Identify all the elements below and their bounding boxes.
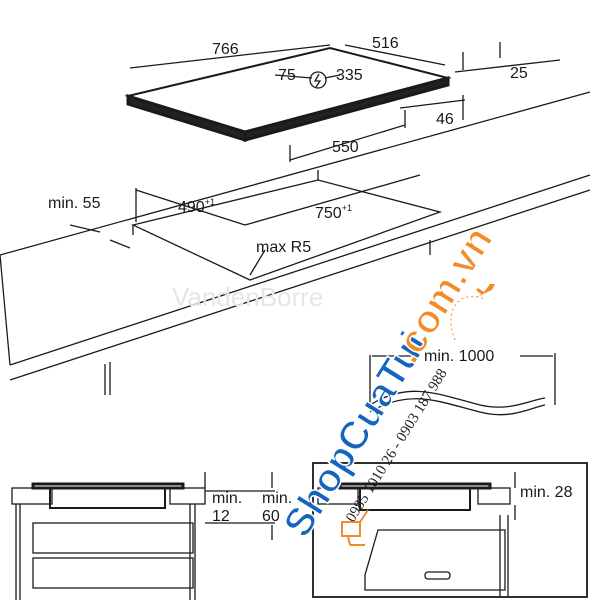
shop-watermark: ShopCuaTui .com.vn 0985 1010 26 - 0903 1… xyxy=(275,219,503,546)
dim-height-total: 25 xyxy=(510,65,528,82)
clear-28: min. 28 xyxy=(520,484,573,501)
clear-12-label: min. xyxy=(212,490,242,507)
hob-drawing xyxy=(124,42,561,162)
cutout-width-tolerance: +1 xyxy=(342,203,352,213)
cutout-width-value: 750 xyxy=(315,205,342,222)
clear-12-value: 12 xyxy=(212,508,230,525)
flight-path xyxy=(450,295,486,341)
cart-icon xyxy=(341,509,369,546)
dim-offset-right: 335 xyxy=(336,67,363,84)
cable-length: min. 1000 xyxy=(424,348,494,365)
cutout-radius: max R5 xyxy=(256,239,311,256)
dim-depth: 516 xyxy=(372,35,399,52)
cutout-depth-tolerance: +1 xyxy=(205,197,215,207)
cutout-width: 750+1 xyxy=(315,203,352,222)
section-left-drawing xyxy=(11,472,275,600)
brand-watermark: VandenBorre xyxy=(172,282,323,312)
dim-body-depth: 550 xyxy=(332,139,359,156)
clear-60-label: min. xyxy=(262,490,292,507)
cutout-edge-distance: min. 55 xyxy=(48,195,101,212)
cutout-depth-value: 490 xyxy=(178,199,205,216)
airplane-icon xyxy=(470,284,495,300)
worktop-drawing xyxy=(0,91,591,395)
clear-60-value: 60 xyxy=(262,508,280,525)
section-right-drawing xyxy=(312,462,588,598)
cutout-depth: 490+1 xyxy=(178,197,215,216)
dim-width: 766 xyxy=(212,41,239,58)
dim-offset-left: 75 xyxy=(278,67,296,84)
dim-height-body: 46 xyxy=(436,111,454,128)
cable-drawing xyxy=(369,353,556,416)
